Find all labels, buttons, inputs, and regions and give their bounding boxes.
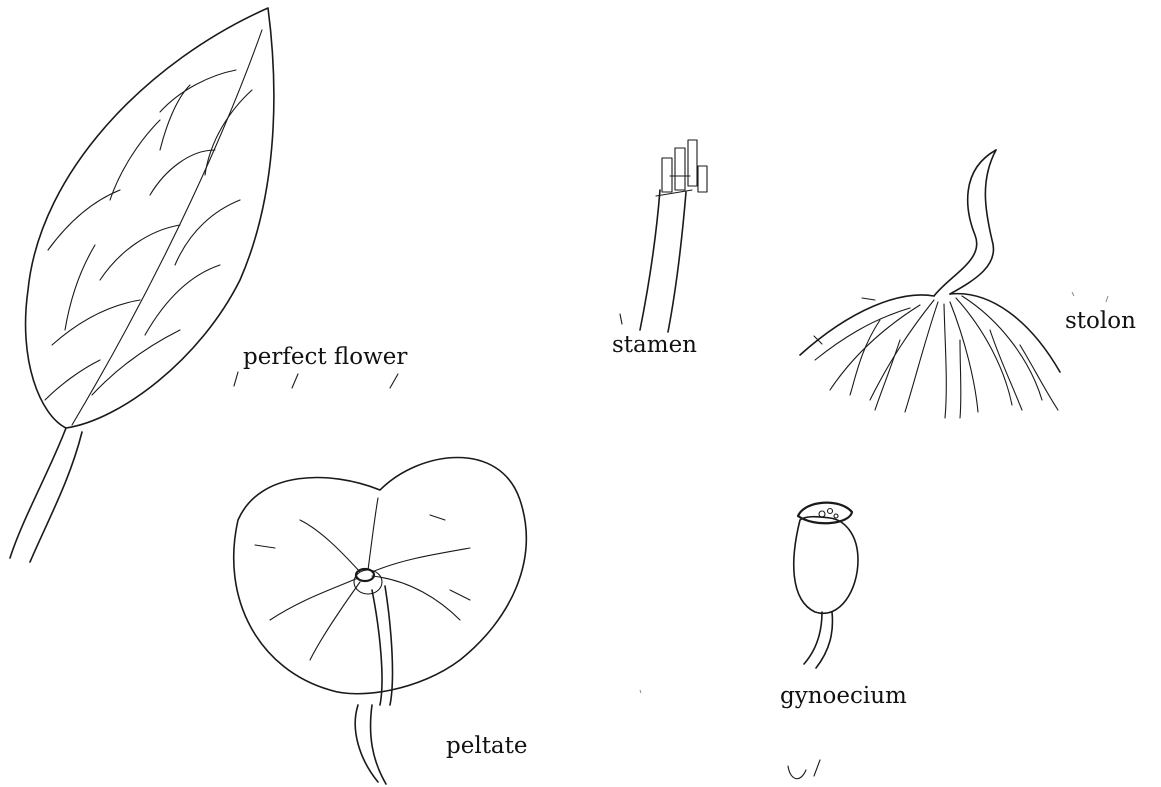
elliptic-leaf-drawing: [10, 8, 274, 562]
stamen-drawing: [620, 140, 707, 332]
perfect-flower-ticks: [234, 372, 398, 388]
stray-marks: [640, 292, 1108, 693]
label-stamen: stamen: [612, 334, 697, 357]
gynoecium-drawing: [788, 503, 858, 779]
label-gynoecium: gynoecium: [780, 685, 907, 708]
label-peltate: peltate: [446, 735, 528, 758]
label-perfect-flower: perfect flower: [243, 346, 407, 369]
label-stolon: stolon: [1065, 310, 1136, 333]
stolon-drawing: [800, 150, 1060, 418]
